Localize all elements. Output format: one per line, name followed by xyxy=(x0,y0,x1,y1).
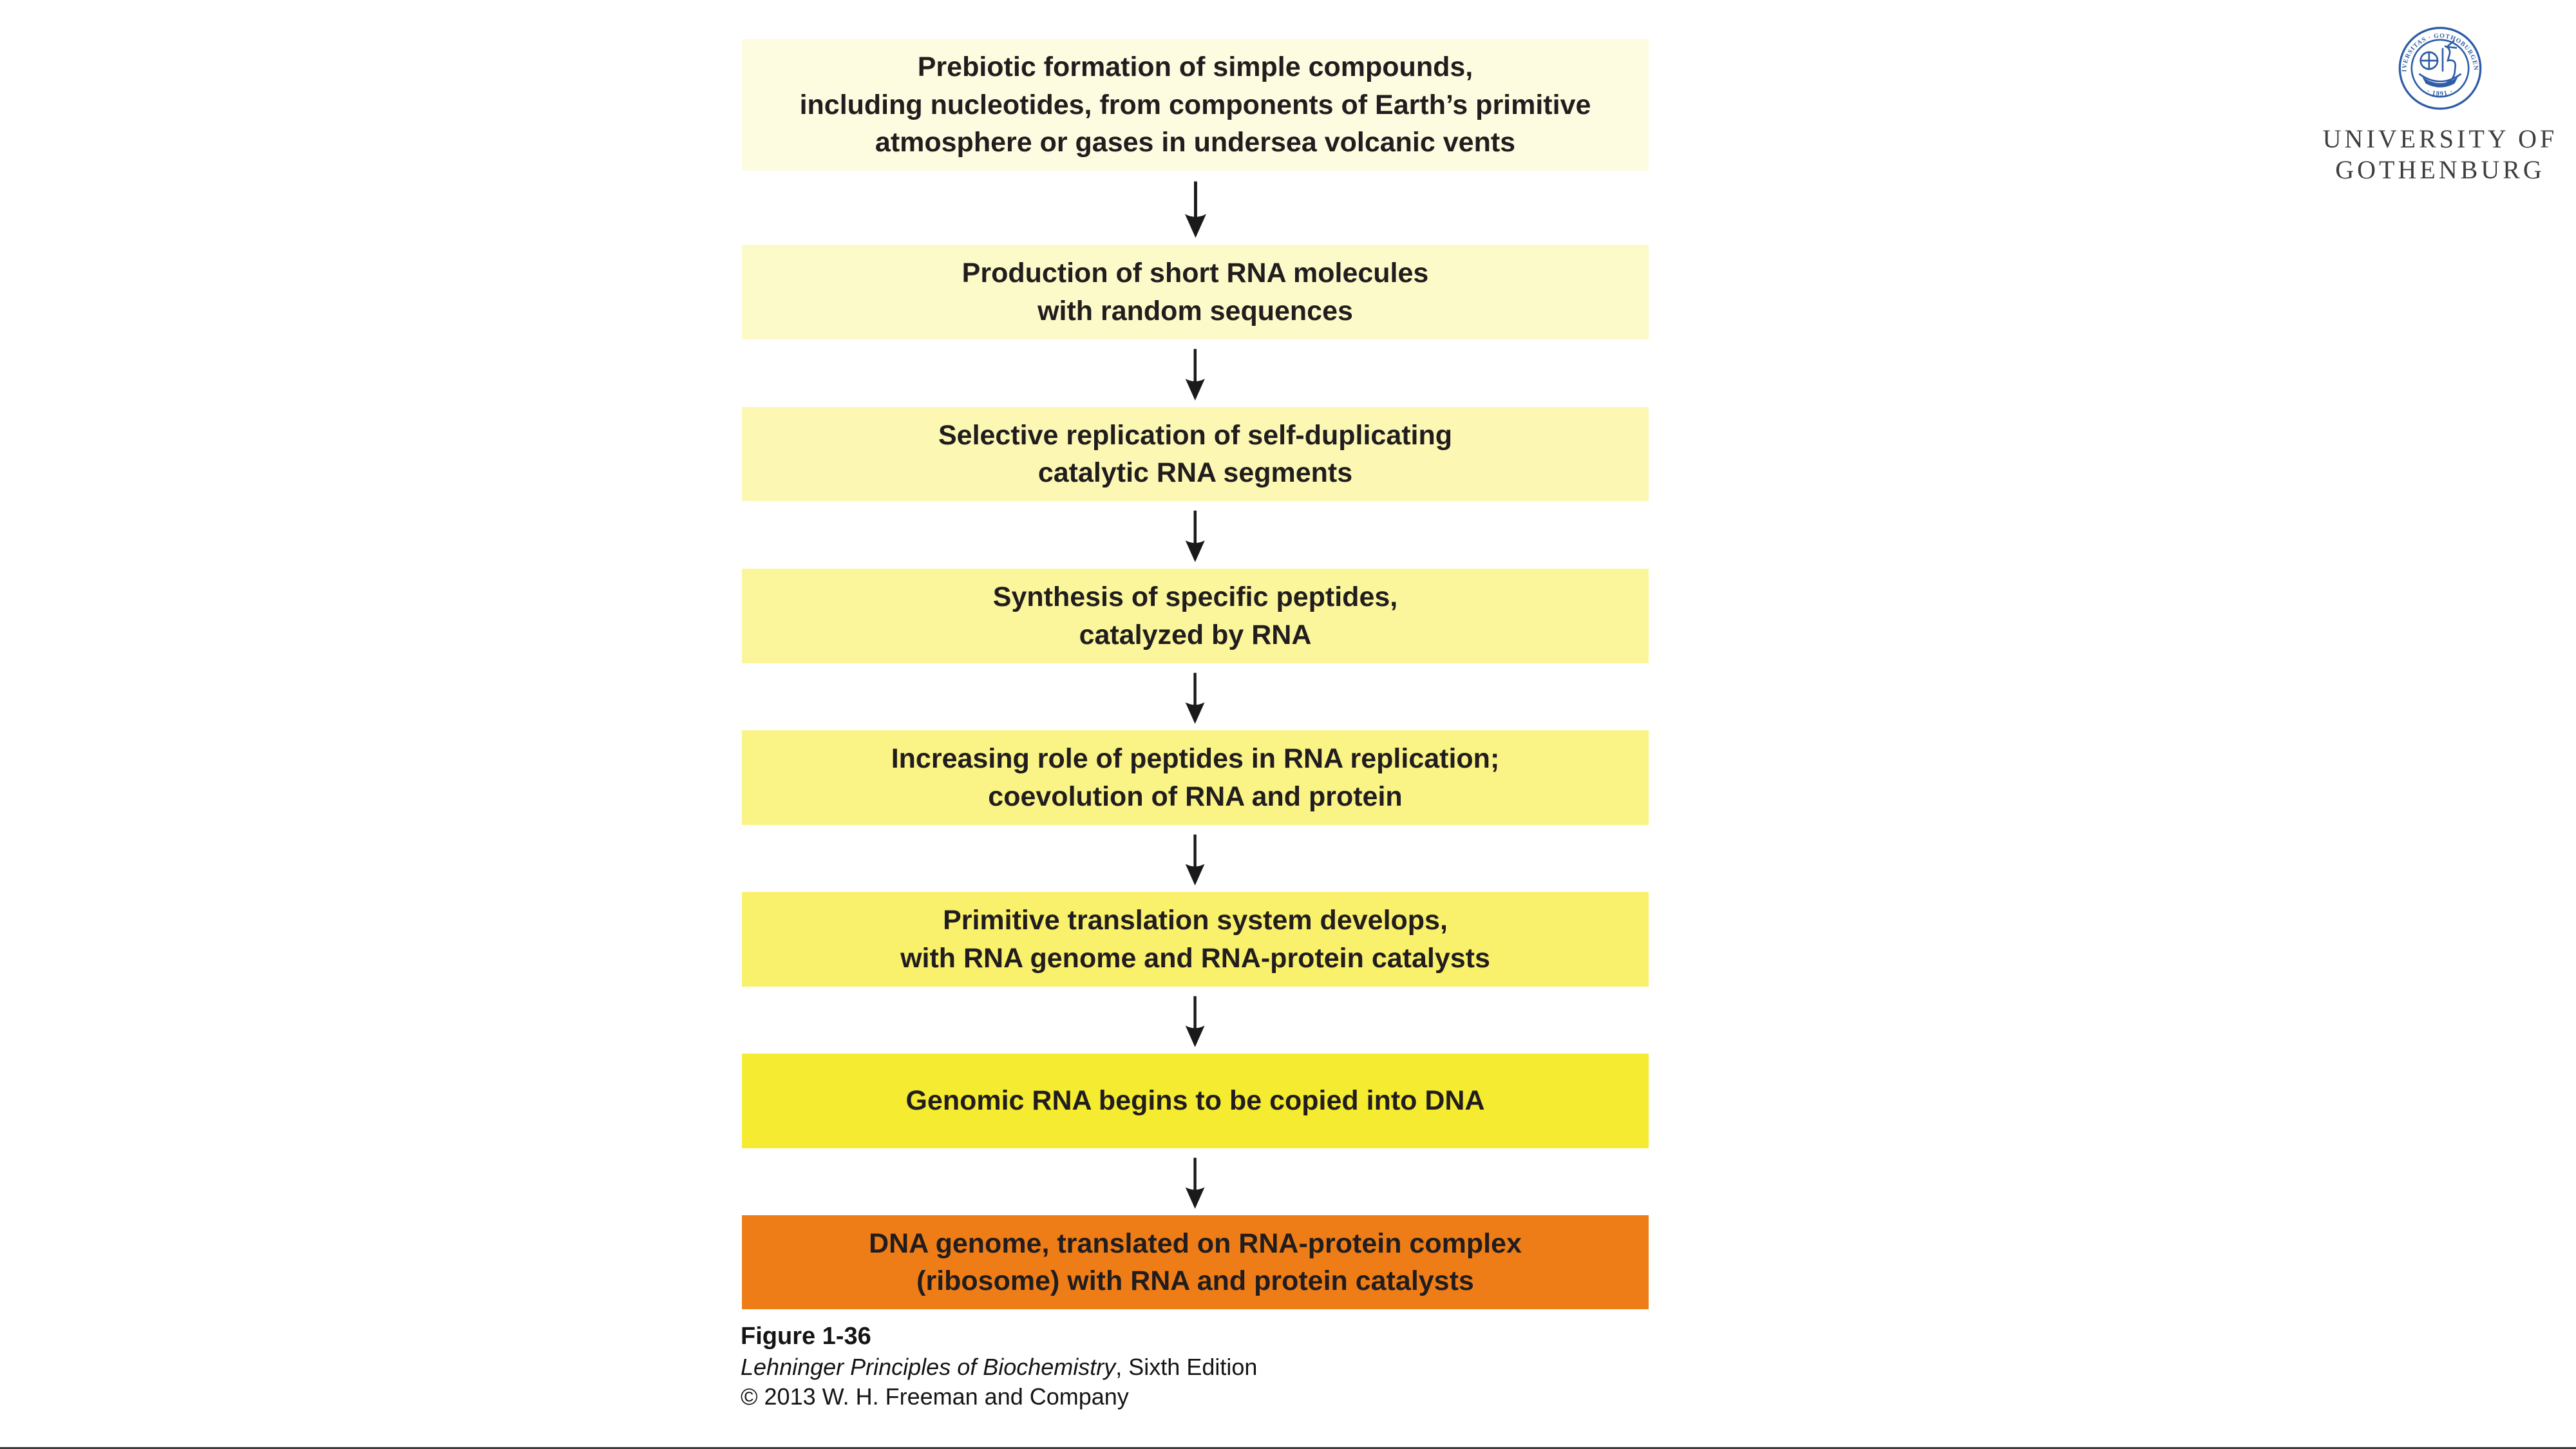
figure-number: Figure 1-36 xyxy=(741,1323,871,1350)
slide-bottom-border xyxy=(0,1447,2576,1449)
flow-step-2: Production of short RNA molecules with r… xyxy=(742,245,1649,339)
flow-step-3-label: Selective replication of self-duplicatin… xyxy=(938,419,1453,488)
book-edition: , Sixth Edition xyxy=(1115,1353,1258,1380)
down-arrow-5 xyxy=(742,825,1649,892)
seal-ring-text-bottom: · 1891 · xyxy=(2426,88,2454,98)
figure-caption: Figure 1-36 Lehninger Principles of Bioc… xyxy=(741,1321,1257,1412)
flow-step-5: Increasing role of peptides in RNA repli… xyxy=(742,730,1649,825)
book-reference: Lehninger Principles of Biochemistry, Si… xyxy=(741,1352,1257,1382)
flow-step-6-label: Primitive translation system develops, w… xyxy=(900,905,1490,974)
copyright-line: © 2013 W. H. Freeman and Company xyxy=(741,1383,1129,1410)
flowchart: Prebiotic formation of simple compounds,… xyxy=(742,39,1649,1309)
flow-step-5-label: Increasing role of peptides in RNA repli… xyxy=(891,743,1500,812)
down-arrow-6 xyxy=(742,987,1649,1054)
seal-emblem xyxy=(2419,40,2461,88)
university-name-line1: UNIVERSITY OF xyxy=(2322,124,2558,153)
flow-step-2-label: Production of short RNA molecules with r… xyxy=(961,258,1429,327)
down-arrow-1 xyxy=(742,171,1649,245)
flow-step-1-label: Prebiotic formation of simple compounds,… xyxy=(799,52,1591,158)
flow-step-7: Genomic RNA begins to be copied into DNA xyxy=(742,1054,1649,1148)
flow-step-4: Synthesis of specific peptides, catalyze… xyxy=(742,569,1649,663)
down-arrow-7 xyxy=(742,1148,1649,1215)
svg-text:UNIVERSITAS · GOTHOBURGENSIS: UNIVERSITAS · GOTHOBURGENSIS xyxy=(2398,26,2479,72)
down-arrow-3 xyxy=(742,501,1649,569)
down-arrow-4 xyxy=(742,663,1649,730)
flow-step-8: DNA genome, translated on RNA-protein co… xyxy=(742,1215,1649,1309)
flow-step-4-label: Synthesis of specific peptides, catalyze… xyxy=(992,582,1398,650)
flow-step-3: Selective replication of self-duplicatin… xyxy=(742,407,1649,501)
flow-step-1: Prebiotic formation of simple compounds,… xyxy=(742,39,1649,171)
flow-step-8-label: DNA genome, translated on RNA-protein co… xyxy=(869,1227,1522,1296)
down-arrow-2 xyxy=(742,339,1649,407)
university-of-gothenburg-seal-icon: UNIVERSITAS · GOTHOBURGENSIS · 1891 · xyxy=(2398,26,2483,111)
svg-text:· 1891 ·: · 1891 · xyxy=(2426,88,2455,98)
flow-step-6: Primitive translation system develops, w… xyxy=(742,892,1649,987)
university-logo: UNIVERSITAS · GOTHOBURGENSIS · 1891 · UN… xyxy=(2321,26,2559,185)
flow-step-7-label: Genomic RNA begins to be copied into DNA xyxy=(905,1085,1485,1117)
seal-ring-text-top: UNIVERSITAS · GOTHOBURGENSIS xyxy=(2398,26,2479,72)
book-title: Lehninger Principles of Biochemistry xyxy=(741,1353,1116,1380)
university-name-line2: GOTHENBURG xyxy=(2335,155,2545,184)
